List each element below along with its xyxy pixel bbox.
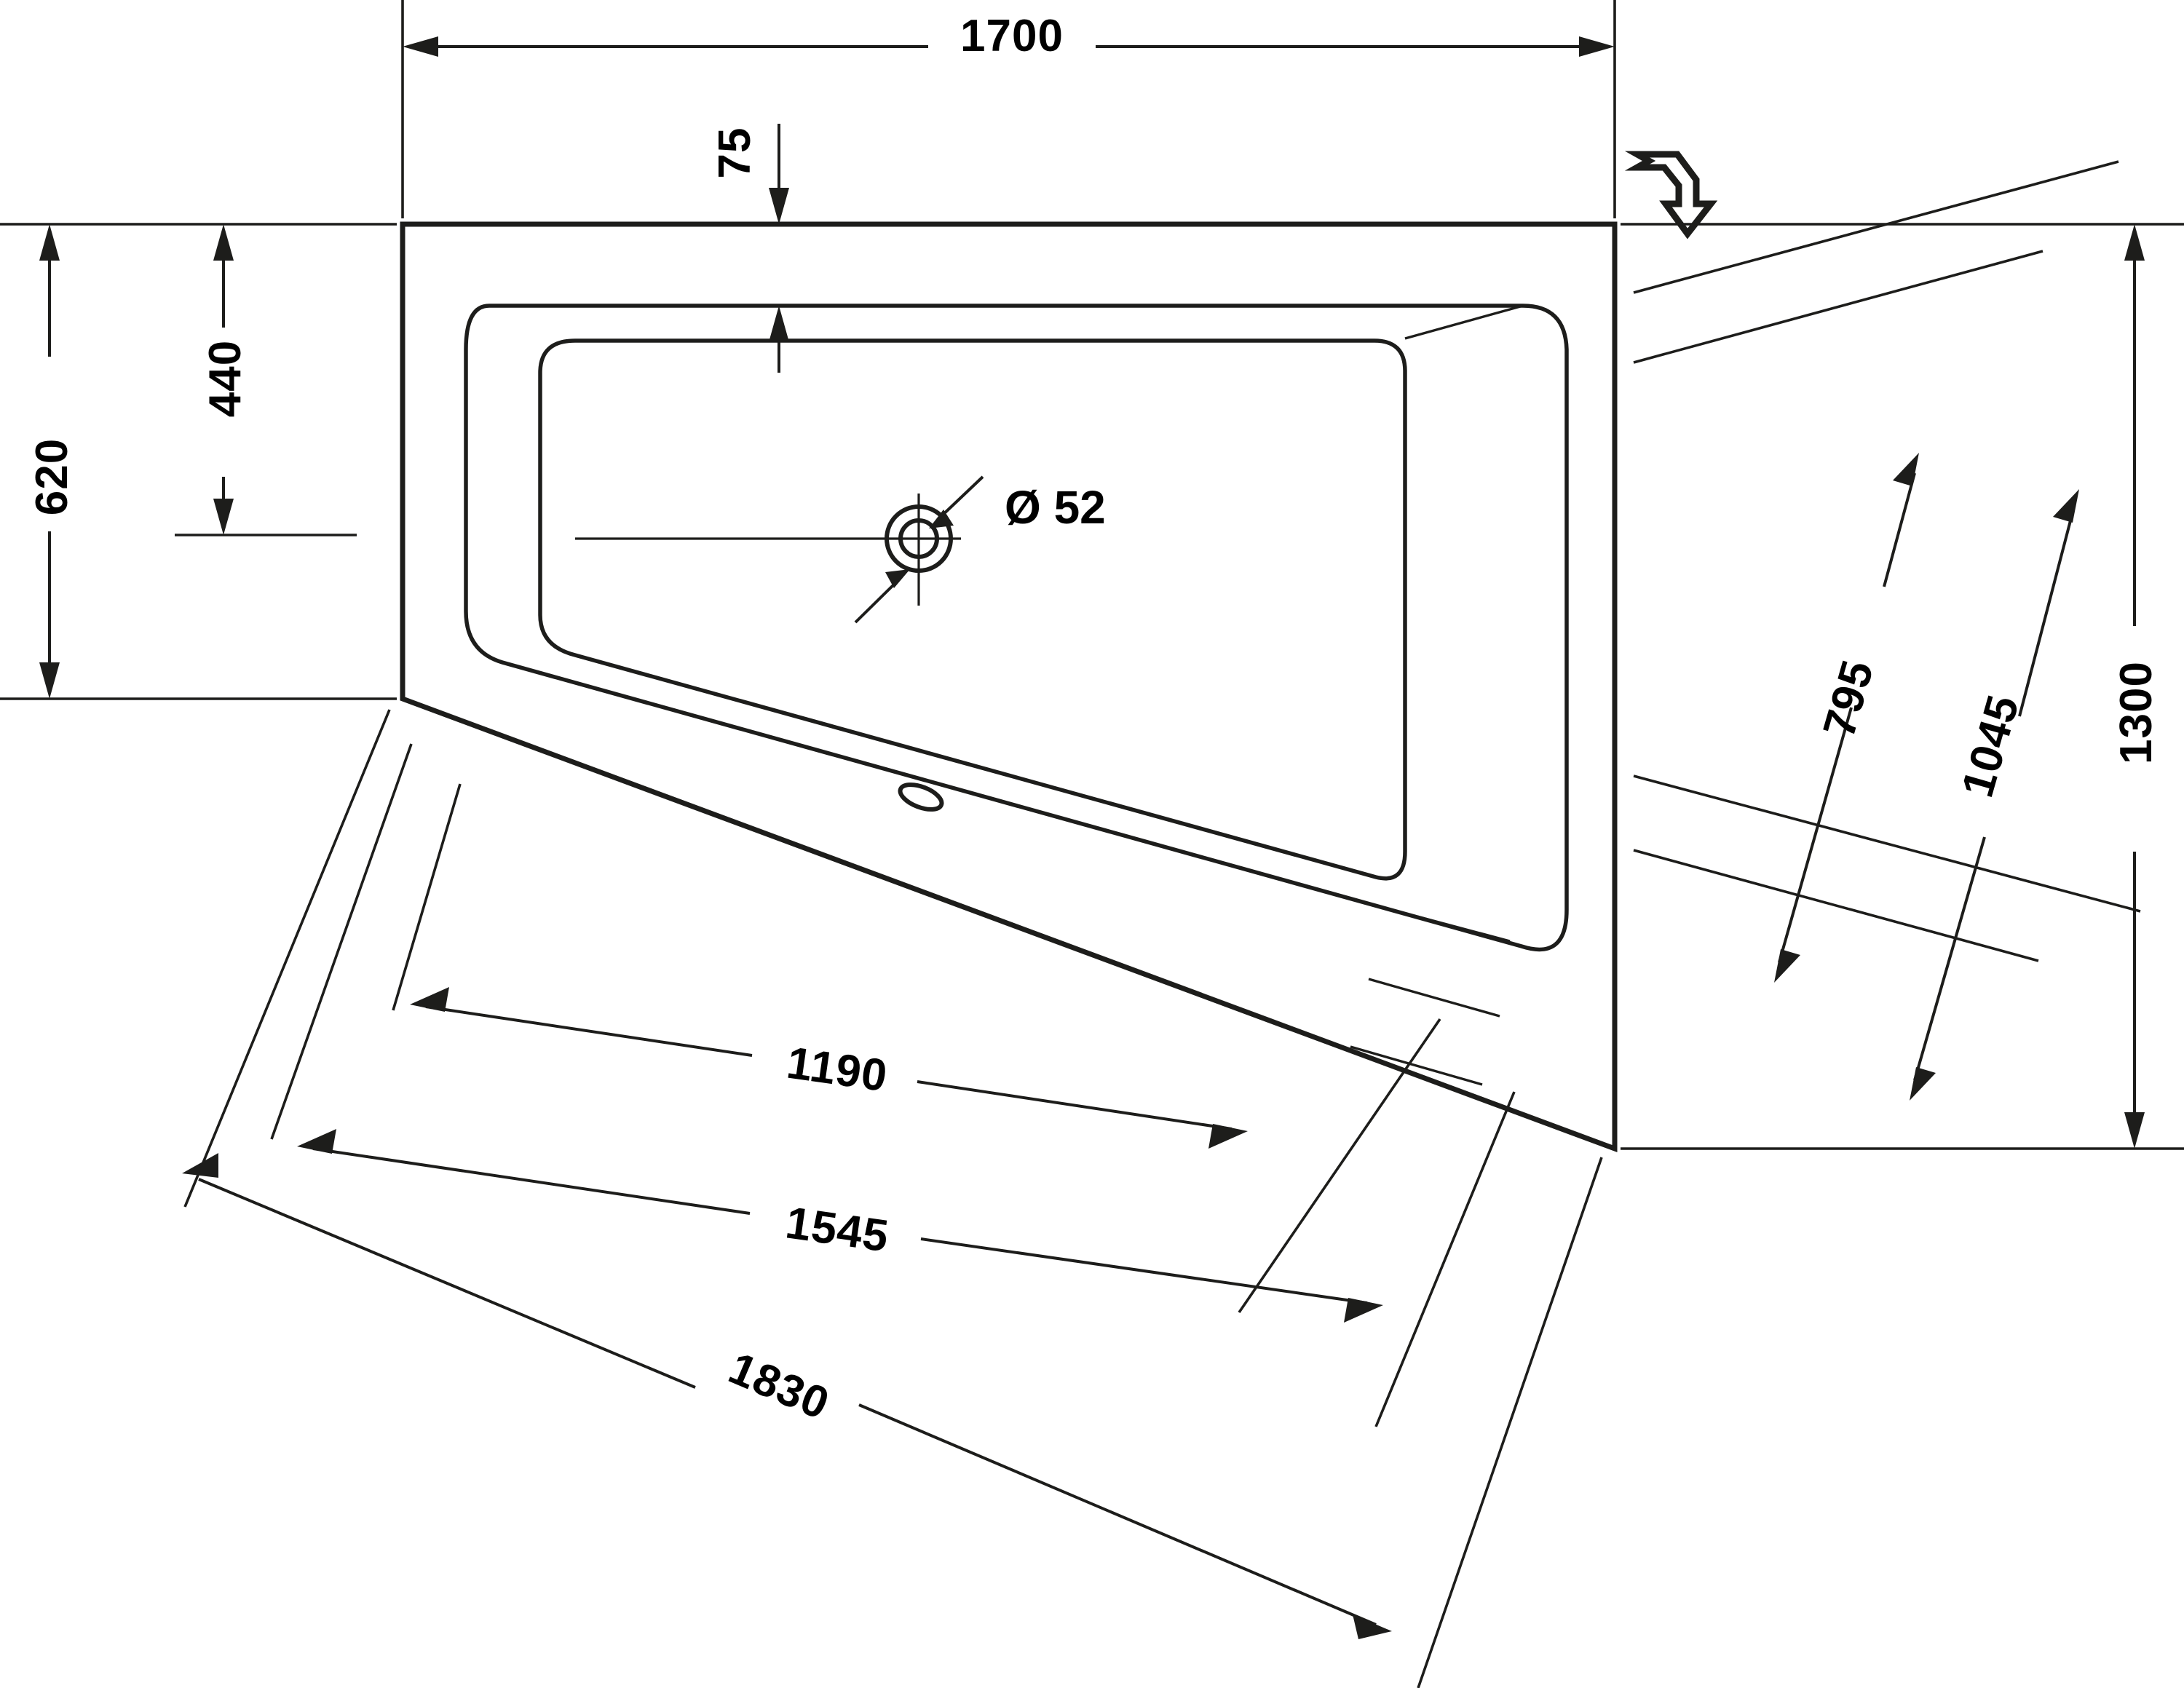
dimension-label-top-inset: 75 [710,127,760,179]
dimension-top-inset-75 [769,124,789,373]
dimension-bottom-1830 [182,1153,1392,1639]
bottom-extension-lines [183,709,462,1208]
dimension-bottom-1545 [297,1129,1383,1323]
dimension-right-1300 [1621,223,2184,1150]
dimension-label-top-width: 1700 [960,11,1064,61]
dimension-label-left-inner: 440 [200,339,250,418]
rim-detail-ticks [1350,304,1524,1086]
overflow-slot-icon [898,782,944,812]
drain-crosshair-icon [856,494,961,606]
tub-basin-contour [538,338,1407,881]
first-angle-projection-arrow-icon [1624,151,1718,239]
dimension-left-620 [0,223,397,700]
dimension-diagonal-795 [1774,453,1919,983]
tub-outer-outline [400,221,1618,1153]
drain-diameter-label: Ø 52 [1005,481,1106,534]
dimension-top-1700 [401,0,1616,218]
bottom-right-extension-lines [1238,1018,1603,1688]
dimension-label-bottom-short: 1190 [783,1037,891,1102]
drain-leader-arrows [854,475,984,624]
dimension-diagonal-1045 [1910,489,2079,1101]
dimension-left-440 [175,224,357,536]
dimension-label-bottom-medium: 1545 [782,1197,893,1262]
dimension-label-bottom-long: 1830 [721,1343,837,1430]
dimension-label-left-outer: 620 [27,437,77,516]
dimension-bottom-1190 [410,987,1248,1149]
right-projection-lines [1633,160,2141,962]
tub-rim-contour [464,304,1569,952]
dimension-label-diagonal-lower: 1045 [1952,689,2030,803]
